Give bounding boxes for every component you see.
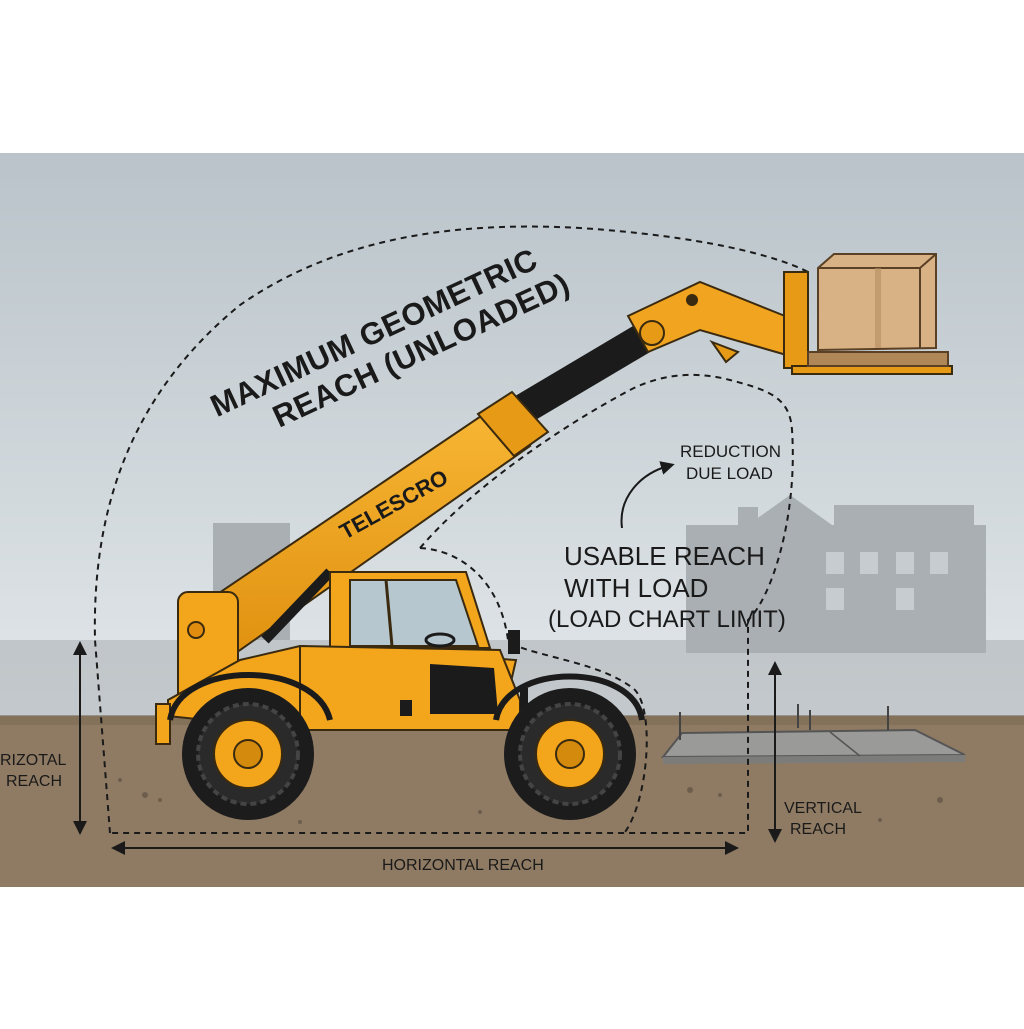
telescopic-boom xyxy=(180,280,791,662)
left-reach-label: RIZOTAL REACH xyxy=(0,750,67,792)
reduction-curved-arrow xyxy=(620,461,675,529)
left-reach-line2: REACH xyxy=(5,773,62,790)
reduction-label: REDUCTION DUE LOAD xyxy=(680,441,781,485)
building-windows xyxy=(826,552,948,610)
vertical-reach-line1: VERTICAL xyxy=(784,800,862,817)
vertical-reach-line2: REACH xyxy=(790,821,847,838)
left-reach-line1: RIZOTAL xyxy=(0,752,67,769)
usable-reach-envelope xyxy=(110,373,794,834)
pallet-box-icon xyxy=(783,253,953,375)
usable-reach-line3: (LOAD CHART LIMIT) xyxy=(548,606,786,633)
usable-reach-line1: USABLE REACH xyxy=(564,541,765,571)
max-reach-envelope xyxy=(93,225,809,834)
usable-reach-label: USABLE REACH WITH LOAD (LOAD CHART LIMIT… xyxy=(548,540,786,636)
reduction-label-line2: DUE LOAD xyxy=(686,464,773,483)
ground-pebbles xyxy=(118,778,943,824)
usable-reach-envelope-inner xyxy=(419,547,648,833)
telehandler-icon xyxy=(155,571,645,820)
vertical-reach-label: VERTICAL REACH xyxy=(784,798,862,840)
reduction-label-line1: REDUCTION xyxy=(680,442,782,461)
usable-reach-line2: WITH LOAD xyxy=(564,573,709,603)
concrete-slab-icon xyxy=(660,704,966,764)
horizontal-reach-label: HORIZONTAL REACH xyxy=(382,857,544,874)
